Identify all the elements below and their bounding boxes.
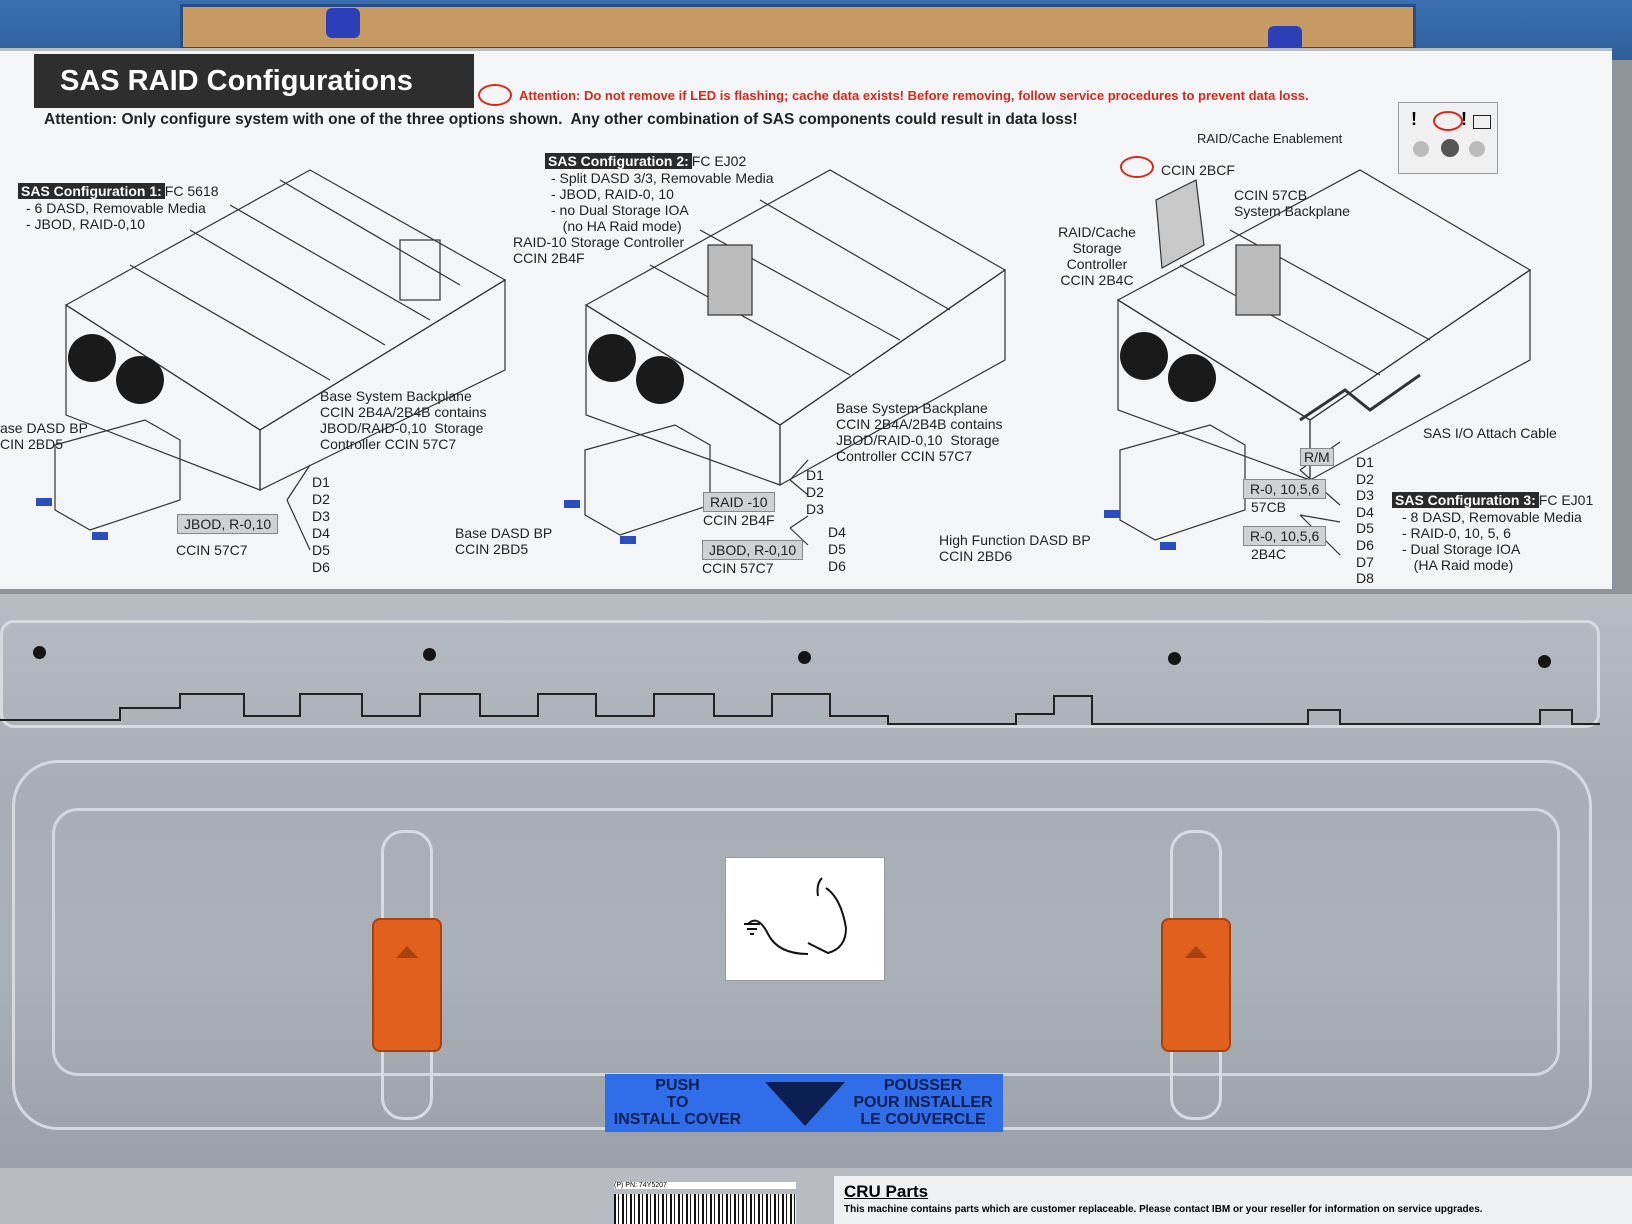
esd-wrist-strap-label [725,857,885,981]
config3-header: SAS Configuration 3:FC EJ01 [1392,492,1593,510]
cru-label: CRU Parts This machine contains parts wh… [834,1176,1632,1224]
config3-dasd-bp: CCIN 2BD6 [939,548,1013,564]
config1-drives: D1 D2 D3 D4 D5 D6 [312,474,330,575]
sas-raid-label [0,48,1612,589]
config1-dasd-bp: CIN 2BD5 [0,436,64,452]
arrow-up-icon [396,946,418,958]
config1-backplane: CCIN 2B4A/2B4B contains [320,404,487,420]
config2-detail: - Split DASD 3/3, Removable Media [551,170,774,186]
config2-ccin-raid10: CCIN 2B4F [703,512,775,528]
config3-detail: - Dual Storage IOA [1402,541,1521,557]
attention-config-text: Attention: Only configure system with on… [44,111,1078,128]
no-touch-warning-icon [478,84,512,106]
config3-ccin2: 2B4C [1251,546,1287,562]
screw-hole [33,646,46,659]
config2-header: SAS Configuration 2:FC EJ02 [545,153,746,171]
config1-header: SAS Configuration 1:FC 5618 [18,183,218,201]
config1-dasd-bp: ase DASD BP [0,420,88,436]
hinge-tabs [0,693,1600,725]
config1-backplane: Controller CCIN 57C7 [320,436,457,452]
led-panel: ! ! [1398,102,1498,174]
config2-tag-jbod: JBOD, R-0,10 [702,540,804,560]
config3-dasd-bp: High Function DASD BP [939,532,1091,548]
attention-led-text: Attention: Do not remove if LED is flash… [519,88,1309,103]
config1-detail: - 6 DASD, Removable Media [26,200,206,216]
exclamation-icon: ! [1411,109,1417,129]
config3-raid-cache: Storage [1072,240,1122,256]
config1-backplane: JBOD/RAID-0,10 Storage [320,420,484,436]
cover-latch-left[interactable] [372,918,442,1052]
dasd-cage-3 [1119,424,1246,541]
cru-title: CRU Parts [844,1182,929,1201]
part-number: (P) PN: 74Y5207 [614,1182,796,1189]
config3-backplane: CCIN 57CB [1234,187,1308,203]
config1-backplane: Base System Backplane [320,388,472,404]
server-diagrams [36,169,1532,556]
config2-drives-b: D4 D5 D6 [828,524,846,574]
led-indicator [1441,139,1459,157]
led-indicator [1413,141,1429,157]
config3-raid-cache: RAID/Cache [1058,224,1136,240]
no-touch-icon [1433,111,1463,131]
config3-tag1: R-0, 10,5,6 [1243,479,1327,499]
config2-dasd-bp: CCIN 2BD5 [455,541,529,557]
no-touch-warning-icon [1120,156,1154,178]
label-title: SAS RAID Configurations [34,54,474,108]
config3-ccin-2bcf: CCIN 2BCF [1161,162,1235,178]
config3-detail: - 8 DASD, Removable Media [1402,509,1582,525]
cover-latch-right[interactable] [1161,918,1231,1052]
config2-ccin-jbod: CCIN 57C7 [702,560,774,576]
battery-icon [1473,115,1491,129]
config3-ccin1: 57CB [1251,499,1287,515]
cru-text: This machine contains parts which are cu… [844,1204,1483,1215]
push-to-install-label: PUSH TO INSTALL COVER POUSSER POUR INSTA… [605,1074,1003,1132]
config3-tag2: R-0, 10,5,6 [1243,526,1327,546]
screw-hole [1168,652,1181,665]
config1-tag: JBOD, R-0,10 [177,514,279,534]
config2-detail: (no HA Raid mode) [551,218,682,234]
config2-detail: - no Dual Storage IOA [551,202,689,218]
arrow-down-icon [765,1082,845,1126]
config2-backplane: JBOD/RAID-0,10 Storage [836,432,1000,448]
config2-dasd-bp: Base DASD BP [455,525,553,541]
config3-detail: (HA Raid mode) [1402,557,1514,573]
config2-controller: RAID-10 Storage Controller [513,234,685,250]
config3-detail: - RAID-0, 10, 5, 6 [1402,525,1511,541]
hinge-strip [0,620,1600,728]
config2-controller: CCIN 2B4F [513,250,585,266]
config3-rm: R/M [1300,448,1334,466]
wrist-strap-icon [744,877,848,955]
screw-hole [798,651,811,664]
led-indicator [1469,141,1485,157]
dasd-cage-2 [584,424,711,536]
config2-backplane: CCIN 2B4A/2B4B contains [836,416,1003,432]
config3-drives: D1 D2 D3 D4 D5 D6 D7 D8 [1356,454,1374,587]
screw-hole [1538,655,1551,668]
push-text-en: PUSH TO INSTALL COVER [613,1077,742,1128]
blue-cap [326,8,360,38]
config3-raid-cache: Controller [1066,256,1128,272]
config3-raid-cache: CCIN 2B4C [1060,272,1134,288]
config2-detail: - JBOD, RAID-0, 10 [551,186,674,202]
screw-hole [423,648,436,661]
dasd-cage-1 [54,419,181,531]
config2-drives-a: D1 D2 D3 [806,467,824,517]
exclamation-icon: ! [1461,109,1467,129]
config3-sas-cable: SAS I/O Attach Cable [1423,425,1557,441]
config2-backplane: Base System Backplane [836,400,988,416]
raid-cache-enablement: RAID/Cache Enablement [1197,131,1343,146]
wooden-board [180,4,1416,50]
push-text-fr: POUSSER POUR INSTALLER LE COUVERCLE [853,1077,993,1128]
config2-backplane: Controller CCIN 57C7 [836,448,973,464]
config2-tag-raid10: RAID -10 [703,492,775,512]
config1-ccin: CCIN 57C7 [176,542,248,558]
barcode [614,1194,796,1224]
config3-backplane: System Backplane [1234,203,1350,219]
config1-detail: - JBOD, RAID-0,10 [26,216,146,232]
arrow-up-icon [1185,946,1207,958]
